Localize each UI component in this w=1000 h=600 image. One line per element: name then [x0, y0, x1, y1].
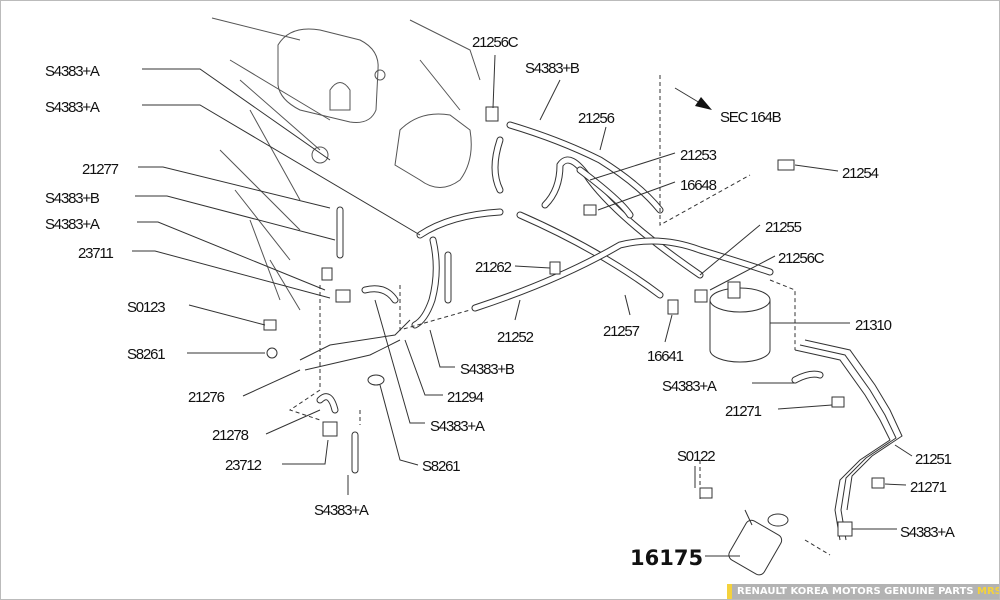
label-s4383b: S4383+B: [460, 361, 515, 378]
label-21255: 21255: [765, 219, 802, 236]
label-s4383a: S4383+A: [314, 502, 369, 519]
pipe-21251: [794, 339, 903, 541]
label-21256c: 21256C: [472, 34, 519, 51]
label-21253: 21253: [680, 147, 717, 164]
label-s4383a: S4383+A: [45, 216, 100, 233]
label-16648: 16648: [680, 177, 717, 194]
part-labels: S4383+A S4383+A 21277 S4383+B S4383+A 23…: [45, 34, 956, 570]
label-21310: 21310: [855, 317, 892, 334]
hoses: [316, 121, 824, 474]
arrow-head-icon: [695, 97, 712, 110]
filter-16175: [728, 509, 789, 576]
leader-lines: [132, 54, 913, 557]
label-16641: 16641: [647, 348, 684, 365]
dashed-guides: [288, 75, 831, 556]
label-21278: 21278: [212, 427, 249, 444]
label-21294: 21294: [447, 389, 484, 406]
label-21271: 21271: [725, 403, 762, 420]
label-s4383a: S4383+A: [900, 524, 955, 541]
label-21256c: 21256C: [778, 250, 825, 267]
label-s4383a: S4383+A: [430, 418, 485, 435]
label-23711: 23711: [78, 245, 113, 262]
label-21254: 21254: [842, 165, 879, 182]
label-21251: 21251: [915, 451, 952, 468]
footer-watermark: RENAULT KOREA MOTORS GENUINE PARTS MRSZO…: [727, 584, 1000, 600]
label-s4383b: S4383+B: [525, 60, 580, 77]
label-s4383a: S4383+A: [45, 99, 100, 116]
label-21262: 21262: [475, 259, 512, 276]
label-s4383b: S4383+B: [45, 190, 100, 207]
label-23712: 23712: [225, 457, 262, 474]
label-s8261: S8261: [127, 346, 165, 363]
footer-accent-bar: [727, 584, 732, 600]
label-21276: 21276: [188, 389, 225, 406]
footer-brand: MRSZONE: [977, 586, 1000, 597]
label-21257: 21257: [603, 323, 640, 340]
label-16175: 16175: [630, 546, 703, 570]
label-21256: 21256: [578, 110, 615, 127]
label-21252: 21252: [497, 329, 534, 346]
canister-21310: [709, 281, 771, 363]
label-s0123: S0123: [127, 299, 165, 316]
label-s0122: S0122: [677, 448, 715, 465]
footer-text: RENAULT KOREA MOTORS GENUINE PARTS: [737, 586, 974, 597]
label-s4383a: S4383+A: [662, 378, 717, 395]
sec-arrow: [674, 87, 712, 110]
label-21277: 21277: [82, 161, 119, 178]
label-21271: 21271: [910, 479, 947, 496]
label-s8261: S8261: [422, 458, 460, 475]
label-sec164b: SEC 164B: [720, 109, 782, 126]
small-parts: [263, 106, 885, 537]
label-s4383a: S4383+A: [45, 63, 100, 80]
engine-outline: [211, 17, 481, 311]
